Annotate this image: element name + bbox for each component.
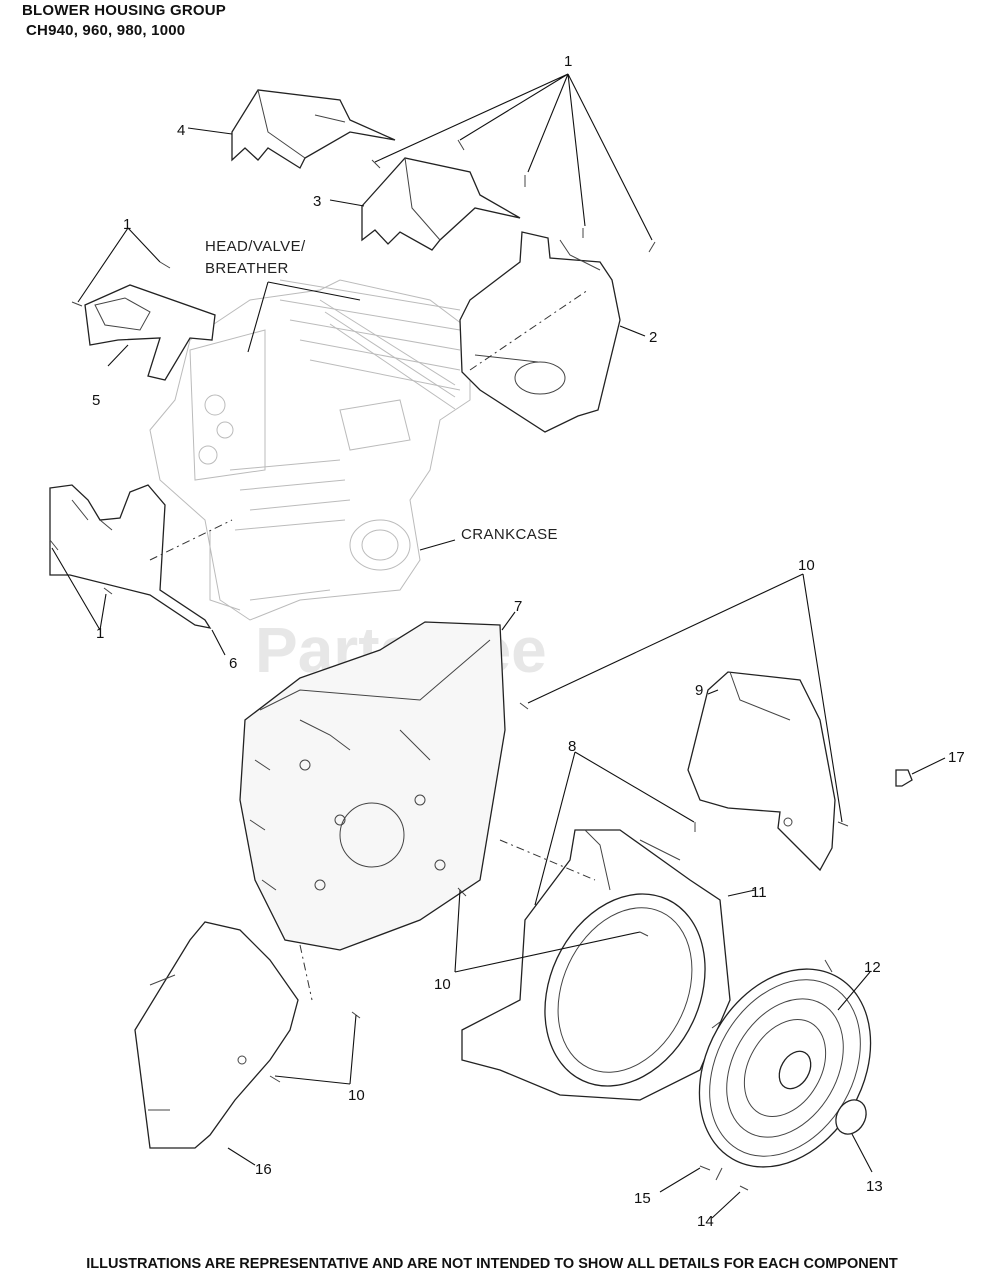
callout-13: 13 [866, 1178, 883, 1195]
part-13-screen-cap [835, 1099, 867, 1135]
callout-12: 12 [864, 959, 881, 976]
part-4-cylinder-shroud [231, 89, 396, 169]
part-12-rotating-screen [698, 959, 872, 1181]
callout-7: 7 [514, 598, 522, 615]
callout-9: 9 [695, 682, 703, 699]
callout-6: 6 [229, 655, 237, 672]
callout-10-low: 10 [348, 1087, 365, 1104]
part-9-side-panel [687, 671, 836, 872]
callout-16: 16 [255, 1161, 272, 1178]
callout-1-top: 1 [564, 53, 572, 70]
leader-lines [51, 73, 946, 1219]
part-6-lower-baffle [49, 484, 212, 629]
label-crankcase: CRANKCASE [461, 526, 558, 543]
callout-8: 8 [568, 738, 576, 755]
part-2-side-shroud [459, 231, 621, 433]
callout-1-bottom: 1 [96, 625, 104, 642]
callout-4: 4 [177, 122, 185, 139]
part-5-head-baffle [84, 284, 216, 381]
alignment-centerlines [149, 289, 596, 1001]
label-breather: BREATHER [205, 260, 289, 277]
callout-2: 2 [649, 329, 657, 346]
callout-14: 14 [697, 1213, 714, 1230]
callout-10-top: 10 [798, 557, 815, 574]
disclaimer-footer: ILLUSTRATIONS ARE REPRESENTATIVE AND ARE… [86, 1256, 898, 1272]
part-11-fan-shroud [461, 829, 731, 1101]
part-7-blower-housing [239, 621, 506, 951]
callout-5: 5 [92, 392, 100, 409]
callout-17: 17 [948, 749, 965, 766]
diagram-title: BLOWER HOUSING GROUP [22, 2, 227, 19]
callout-15: 15 [634, 1190, 651, 1207]
label-head-valve: HEAD/VALVE/ [205, 238, 306, 255]
engine-block-outline [149, 279, 471, 621]
part-16-lower-panel [134, 921, 299, 1149]
screw-fasteners [49, 139, 849, 1191]
part-3-cylinder-shroud [361, 157, 521, 251]
callout-10-mid: 10 [434, 976, 451, 993]
part-17-clip [895, 769, 913, 787]
callout-3: 3 [313, 193, 321, 210]
model-list: CH940, 960, 980, 1000 [26, 22, 186, 39]
callout-11: 11 [751, 884, 767, 901]
callout-1-left: 1 [123, 216, 131, 233]
